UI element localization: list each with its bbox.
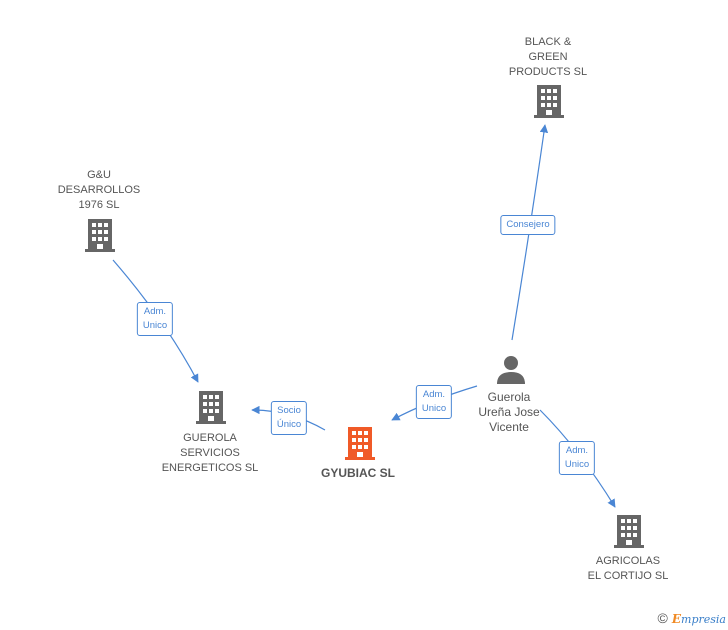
edge-label-adm-unico[interactable]: Adm. Unico [136,302,174,336]
node-label-black-green[interactable]: BLACK & GREEN PRODUCTS SL [508,36,588,78]
building-icon[interactable] [614,515,644,548]
node-label-agricolas[interactable]: AGRICOLAS EL CORTIJO SL [587,555,669,582]
copyright-symbol: © [657,610,668,626]
node-label-gyubiac[interactable]: GYUBIAC SL [320,466,396,480]
brand-name: mpresia [681,613,726,626]
edge-label-socio-unico[interactable]: Socio Único [270,401,308,435]
edge-label-adm-unico[interactable]: Adm. Unico [558,441,596,475]
edge-label-adm-unico[interactable]: Adm. Unico [415,385,453,419]
empresia-logo: ©Empresia [658,610,726,626]
building-icon-main[interactable] [345,427,375,460]
building-icon[interactable] [85,219,115,252]
node-label-gu-desarrollos[interactable]: G&U DESARROLLOS 1976 SL [57,169,141,211]
node-label-guerola-servicios[interactable]: GUEROLA SERVICIOS ENERGETICOS SL [161,432,259,474]
building-icon[interactable] [196,391,226,424]
brand-initial: E [671,612,682,626]
node-label-person[interactable]: Guerola Ureña Jose Vicente [478,390,540,434]
building-icon[interactable] [534,85,564,118]
person-icon[interactable] [497,356,525,384]
edge-label-consejero[interactable]: Consejero [500,215,556,235]
